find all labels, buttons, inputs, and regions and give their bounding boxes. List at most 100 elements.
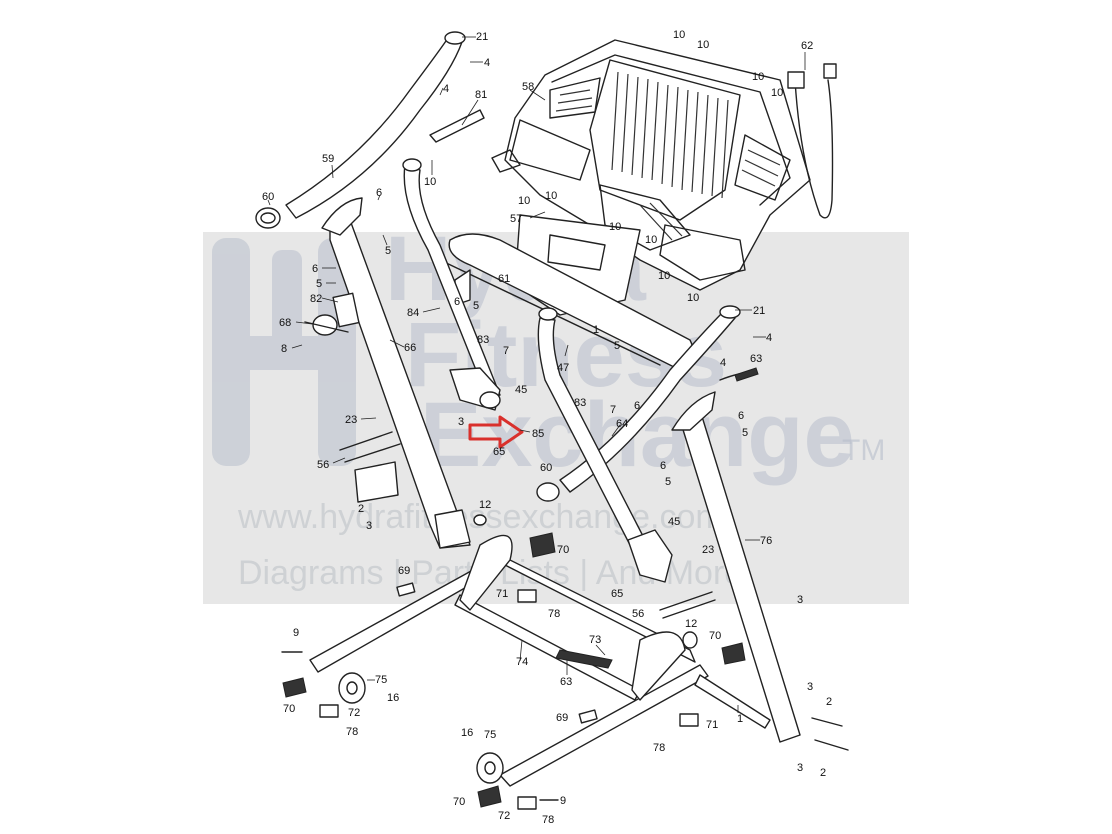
callout-71: 71	[706, 719, 718, 731]
callout-10: 10	[771, 87, 783, 99]
callout-47: 47	[557, 362, 569, 374]
roller-68	[304, 314, 349, 336]
callout-23: 23	[702, 544, 714, 556]
callout-10: 10	[658, 270, 670, 282]
callout-7: 7	[610, 404, 616, 416]
crossbar-56-right	[659, 591, 713, 611]
callout-4: 4	[443, 83, 449, 95]
cap-12-right	[682, 631, 698, 649]
callout-84: 84	[407, 307, 419, 319]
watermark-trademark: TM	[842, 434, 885, 467]
callout-81: 81	[475, 89, 487, 101]
callout-12: 12	[685, 618, 697, 630]
pad-72-bottom	[517, 796, 537, 810]
callout-5: 5	[614, 340, 620, 352]
leader-lines	[267, 36, 806, 713]
callout-4: 4	[484, 57, 490, 69]
callout-3: 3	[807, 681, 813, 693]
crossbar-56-left-a	[339, 431, 393, 451]
callout-70: 70	[709, 630, 721, 642]
callout-21: 21	[753, 305, 765, 317]
callout-76: 76	[760, 535, 772, 547]
foot-70-right	[721, 642, 746, 665]
callout-3: 3	[797, 594, 803, 606]
callout-10: 10	[545, 190, 557, 202]
callout-3: 3	[366, 520, 372, 532]
callout-74: 74	[516, 656, 528, 668]
callout-83: 83	[574, 397, 586, 409]
cap-12-mid	[473, 514, 487, 526]
callout-56: 56	[317, 459, 329, 471]
callout-82: 82	[310, 293, 322, 305]
callout-10: 10	[609, 221, 621, 233]
callout-10: 10	[673, 29, 685, 41]
callout-9: 9	[293, 627, 299, 639]
callout-6: 6	[312, 263, 318, 275]
callout-45: 45	[668, 516, 680, 528]
callout-5: 5	[316, 278, 322, 290]
callout-65: 65	[611, 588, 623, 600]
base-frame	[309, 534, 771, 787]
left-upright	[321, 197, 471, 549]
callout-5: 5	[665, 476, 671, 488]
callout-2: 2	[358, 503, 364, 515]
callout-2: 2	[826, 696, 832, 708]
callout-58: 58	[522, 81, 534, 93]
highlight-arrow	[468, 415, 524, 449]
callout-12: 12	[479, 499, 491, 511]
motor-bracket-82	[332, 292, 360, 328]
left-arm	[255, 31, 466, 229]
wheel-75-left	[338, 672, 366, 704]
callout-66: 66	[404, 342, 416, 354]
bolt-2-a	[811, 717, 843, 727]
callout-6: 6	[738, 410, 744, 422]
callout-5: 5	[385, 245, 391, 257]
pivot-block-right	[627, 529, 673, 583]
callout-labels: 21 4 4 81 10 59 60 6 5 6 5 82 68 8 66 84…	[262, 29, 832, 826]
callout-2: 2	[820, 767, 826, 779]
pad-71-right	[679, 713, 699, 727]
foot-70-left	[282, 677, 307, 698]
foot-70-bottom	[477, 785, 502, 808]
callout-21: 21	[476, 31, 488, 43]
callout-6: 6	[634, 400, 640, 412]
callout-60: 60	[262, 191, 274, 203]
wheel-75-bottom	[476, 752, 504, 784]
callout-70: 70	[557, 544, 569, 556]
console-speaker-grille	[611, 71, 729, 199]
callout-78: 78	[548, 608, 560, 620]
pad-71-mid	[517, 589, 537, 603]
callout-57: 57	[510, 213, 522, 225]
right-arm-64	[559, 309, 736, 493]
callout-63: 63	[560, 676, 572, 688]
callout-10: 10	[424, 176, 436, 188]
callout-6: 6	[660, 460, 666, 472]
callout-16: 16	[387, 692, 399, 704]
callout-1: 1	[593, 324, 599, 336]
callout-62: 62	[801, 40, 813, 52]
callout-3: 3	[797, 762, 803, 774]
callout-10: 10	[752, 71, 764, 83]
callout-6: 6	[454, 296, 460, 308]
callout-3: 3	[458, 416, 464, 428]
callout-4: 4	[766, 332, 772, 344]
callout-75: 75	[484, 729, 496, 741]
callout-85: 85	[532, 428, 544, 440]
callout-6: 6	[376, 187, 382, 199]
callout-59: 59	[322, 153, 334, 165]
callout-60: 60	[540, 462, 552, 474]
callout-72: 72	[498, 810, 510, 822]
callout-10: 10	[518, 195, 530, 207]
console-assembly	[491, 39, 811, 291]
callout-10: 10	[697, 39, 709, 51]
bracket-81	[429, 109, 485, 143]
callout-78: 78	[346, 726, 358, 738]
callout-69: 69	[398, 565, 410, 577]
callout-78: 78	[542, 814, 554, 826]
callout-70: 70	[283, 703, 295, 715]
callout-10: 10	[687, 292, 699, 304]
callout-78: 78	[653, 742, 665, 754]
right-upright	[671, 391, 801, 743]
callout-68: 68	[279, 317, 291, 329]
